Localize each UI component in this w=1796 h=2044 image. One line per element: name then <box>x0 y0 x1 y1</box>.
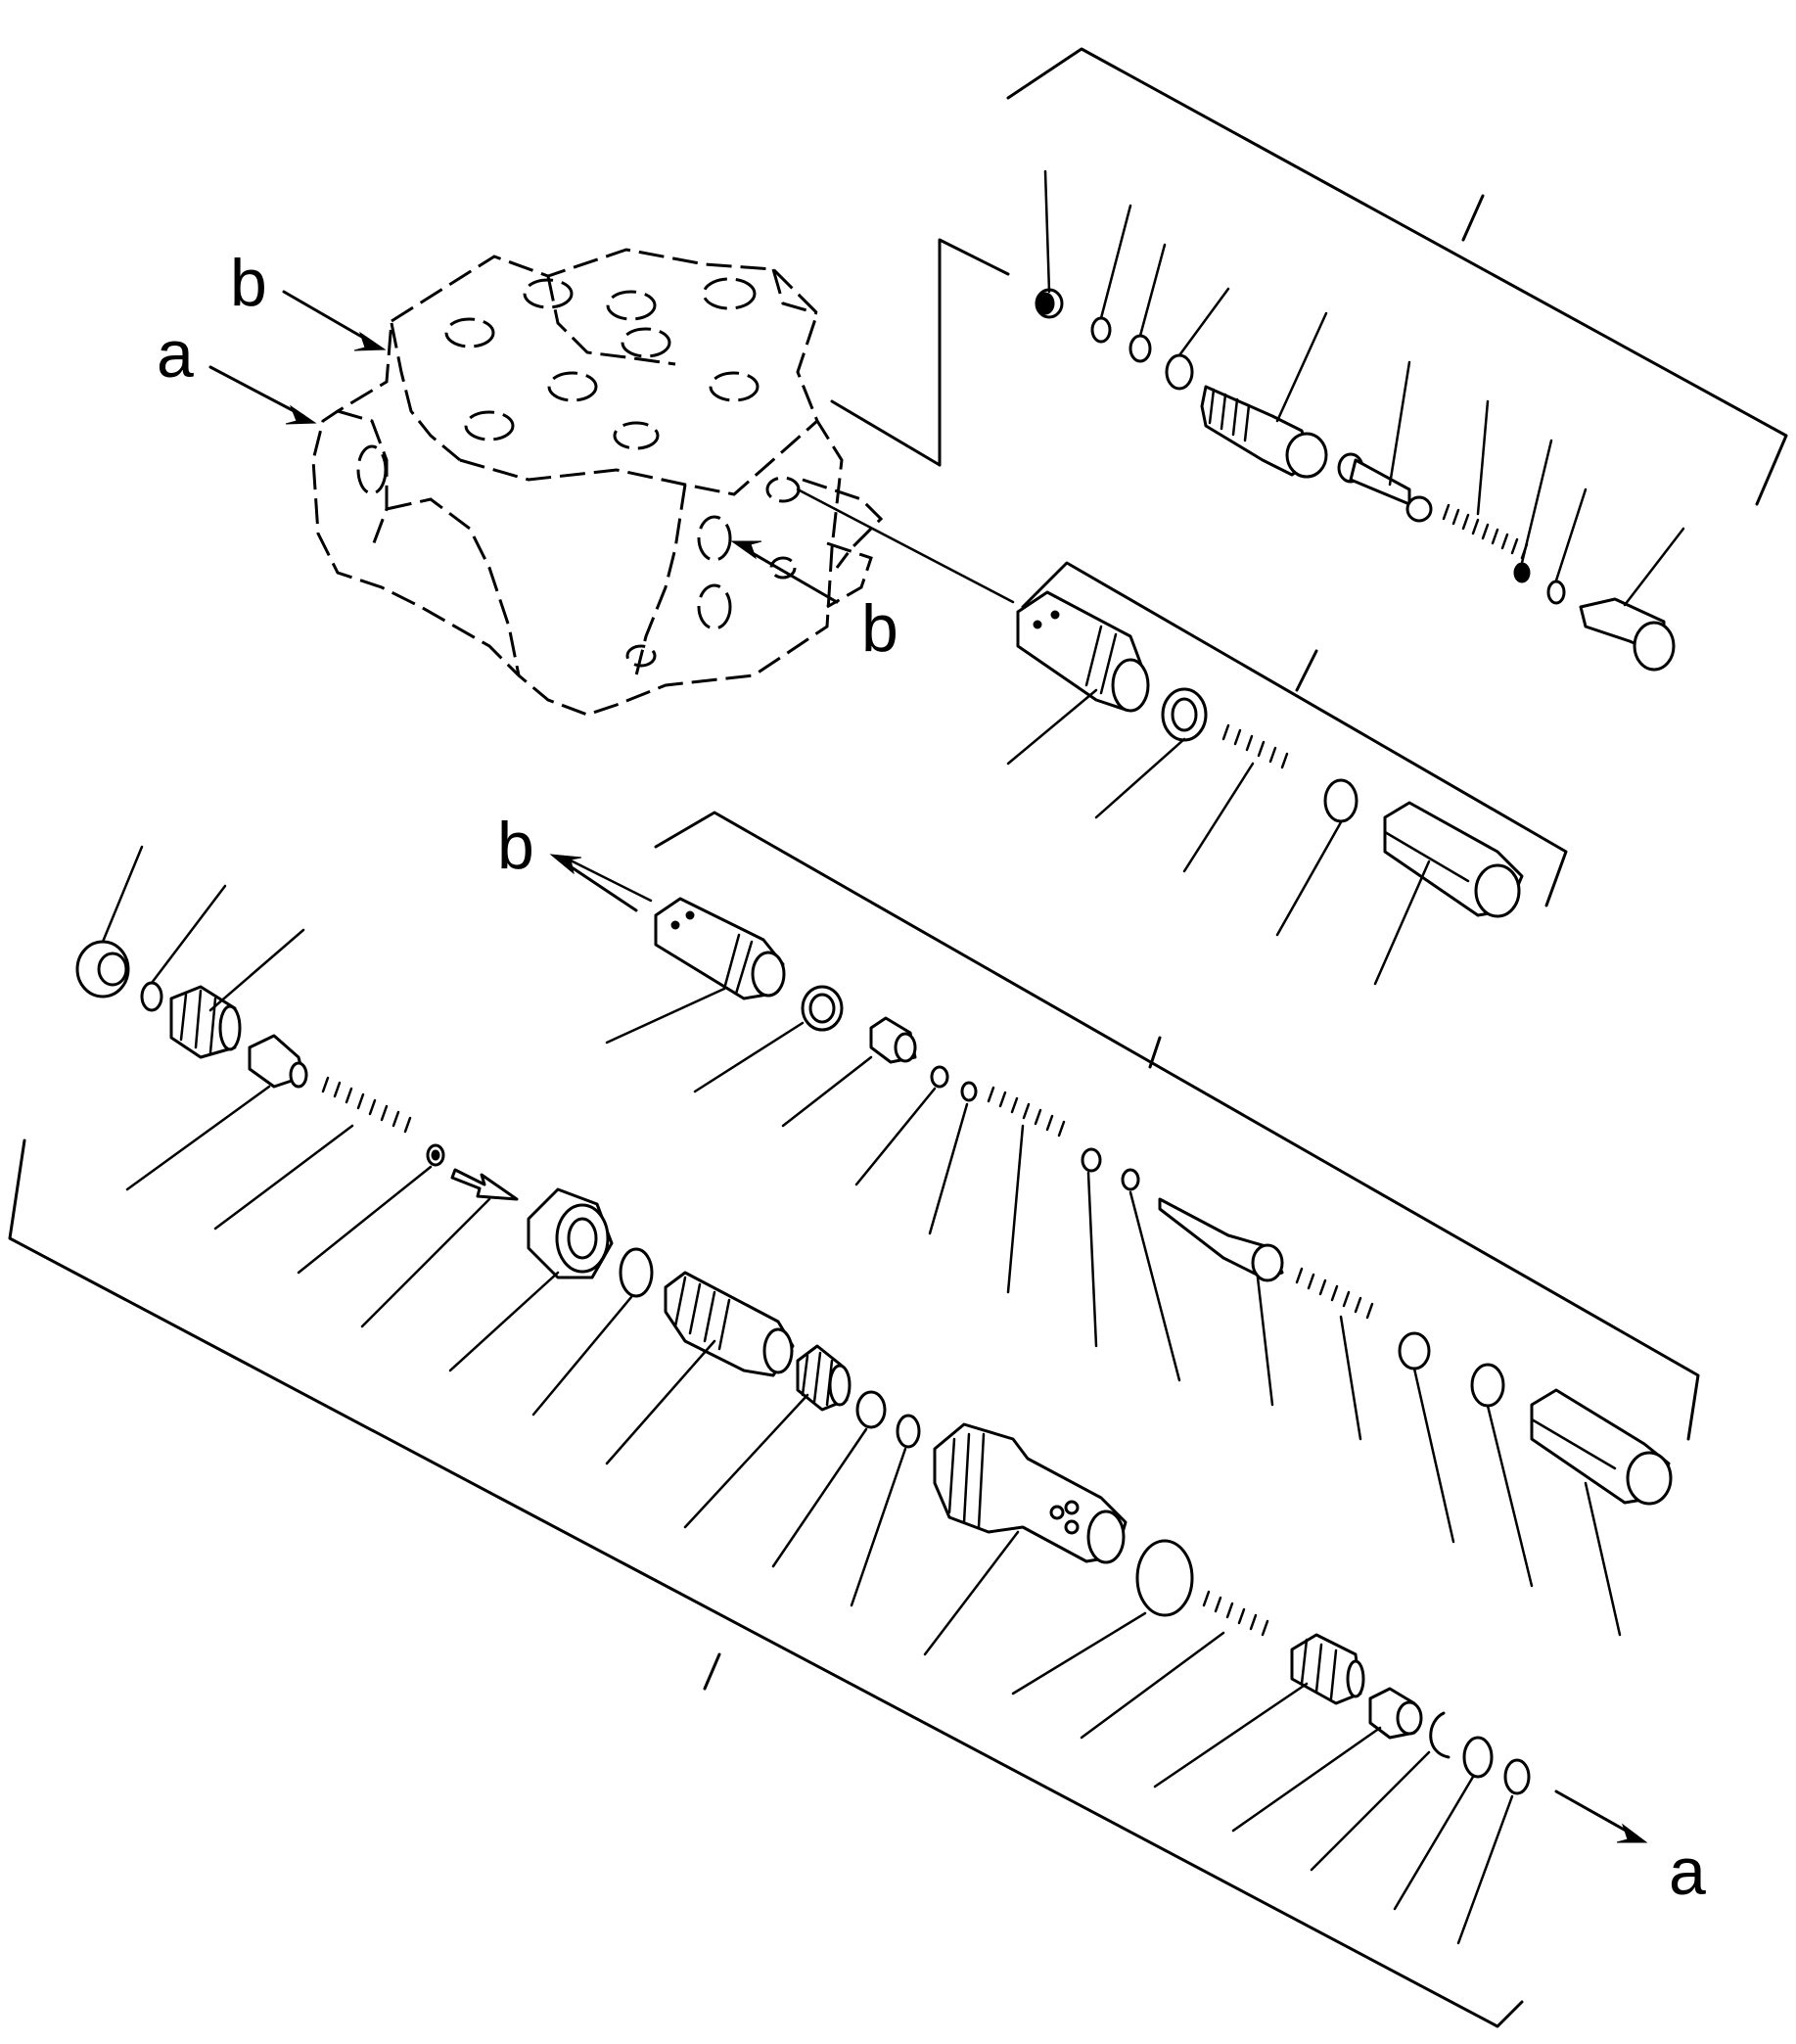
o-ring <box>1323 778 1359 823</box>
leader-lines-mid <box>1006 688 1431 986</box>
sleeve <box>869 1016 917 1064</box>
threaded-plug <box>1290 1633 1365 1705</box>
reference-arrows <box>208 290 1648 1843</box>
cap-part-dark <box>1036 292 1055 315</box>
label-b-body-top: b <box>230 246 267 320</box>
o-ring <box>1121 1168 1140 1191</box>
snap-ring <box>1429 1711 1451 1759</box>
spool-part <box>1016 590 1150 713</box>
relief-valve-group <box>830 47 1788 672</box>
o-ring <box>1503 1758 1531 1795</box>
label-b-body-right: b <box>861 591 898 666</box>
ball <box>1513 562 1531 583</box>
piston <box>664 1271 795 1377</box>
o-ring <box>1165 353 1194 391</box>
main-sleeve <box>933 1422 1128 1564</box>
spring <box>987 1086 1066 1138</box>
leader-lines-bottom <box>101 845 1514 1945</box>
plunger <box>248 1034 308 1089</box>
label-a-body-left: a <box>157 317 194 392</box>
o-ring <box>1470 1363 1505 1408</box>
valve-body <box>311 248 884 717</box>
nut <box>1398 1331 1431 1370</box>
threaded-sleeve <box>169 985 242 1059</box>
threaded-collar <box>796 1344 852 1412</box>
spool-group-lower <box>561 811 1700 1637</box>
o-ring <box>1081 1147 1102 1173</box>
o-ring <box>896 1414 921 1449</box>
o-ring <box>619 1247 654 1298</box>
adjusting-screw <box>1579 597 1676 672</box>
cup <box>1368 1687 1423 1740</box>
poppet <box>1158 1197 1284 1282</box>
o-ring <box>1090 316 1112 344</box>
o-ring <box>1462 1736 1494 1779</box>
o-ring <box>855 1390 887 1429</box>
label-a-bottom-right: a <box>1669 1835 1706 1909</box>
large-nut <box>527 1187 614 1279</box>
spring <box>1221 723 1289 769</box>
large-o-ring <box>1135 1539 1194 1617</box>
spool-part <box>654 897 786 1000</box>
direction-arrow-icon <box>450 1168 519 1201</box>
spring <box>1442 503 1529 560</box>
o-ring <box>930 1065 949 1089</box>
o-ring <box>1128 334 1152 363</box>
cap-end <box>1530 1388 1673 1506</box>
threaded-plug <box>1200 385 1328 479</box>
spring <box>321 1076 412 1134</box>
o-ring <box>960 1081 978 1102</box>
o-ring <box>140 981 163 1012</box>
leader-lines-lower <box>605 987 1622 1637</box>
poppet-pin <box>1337 452 1433 523</box>
label-b-spool-left: b <box>497 809 534 883</box>
body-ports <box>356 277 884 668</box>
spring <box>1202 1590 1269 1637</box>
spring <box>1295 1267 1374 1320</box>
main-spool-group <box>8 845 1531 2028</box>
leader-lines-top <box>1043 169 1685 607</box>
cap-end <box>1383 801 1524 918</box>
o-ring <box>1546 580 1566 605</box>
spool-group-upper <box>796 488 1568 986</box>
